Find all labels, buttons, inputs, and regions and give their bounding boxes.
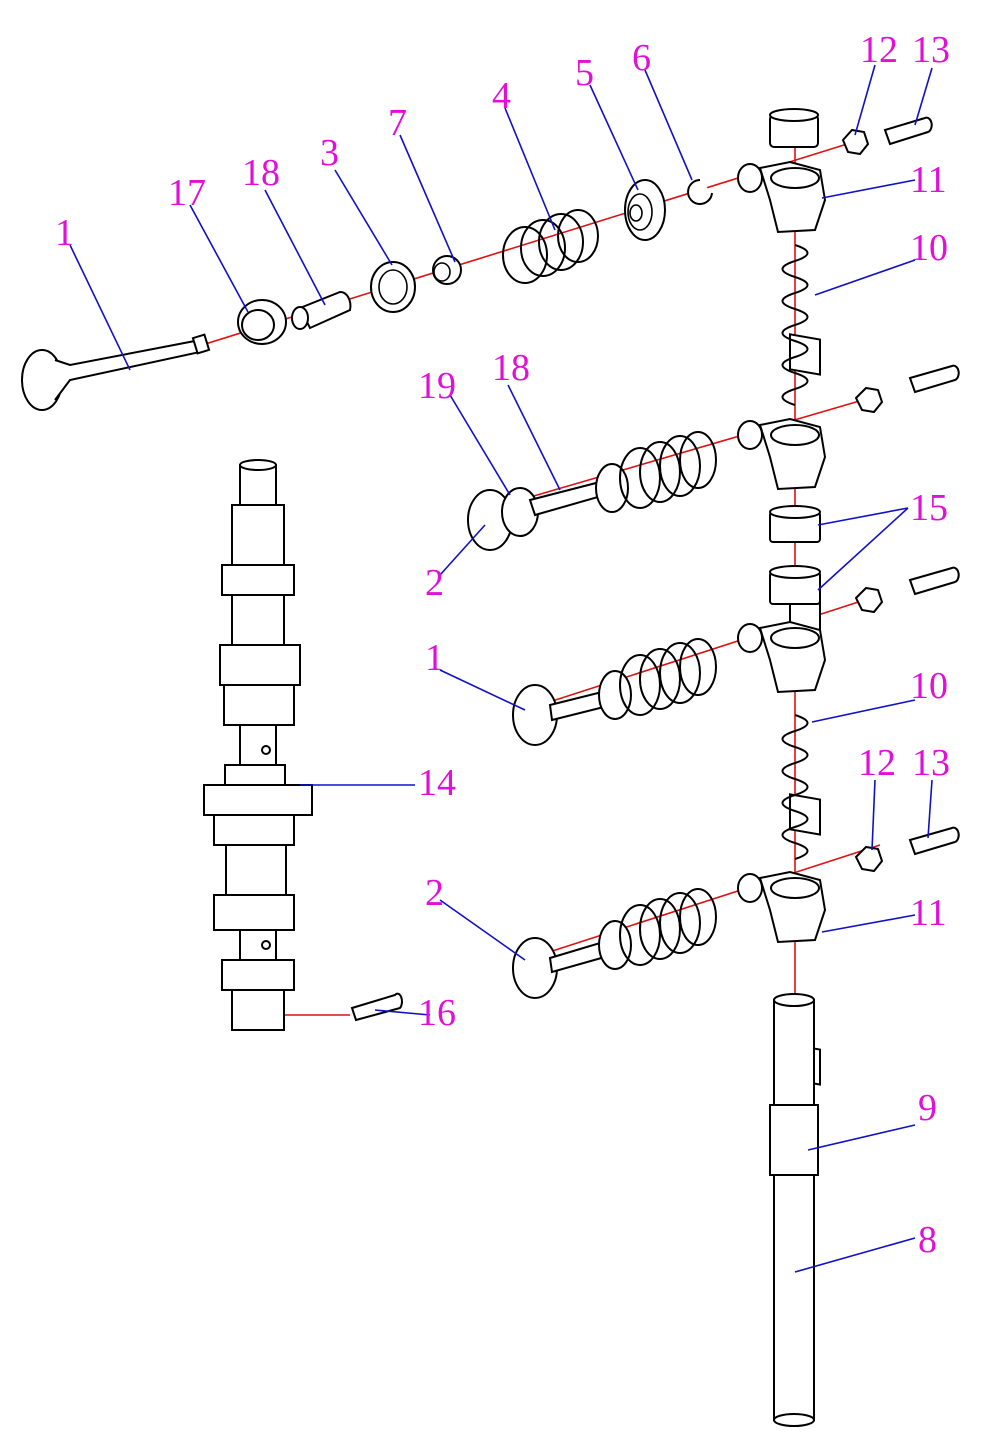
- callout-6: 6: [632, 37, 651, 79]
- valve-guide-part-18-top: [291, 291, 352, 330]
- callout-1-top: 1: [55, 212, 74, 254]
- callout-labels: 1 17 18 3 7 4 5 6 12 13 11 10 19 18 2 15…: [55, 29, 950, 1261]
- callout-12-bot: 12: [858, 742, 896, 784]
- valve-key-part-6: [687, 179, 713, 205]
- spring-retainer-part-5: [624, 179, 666, 241]
- bushing-part-9: [769, 1104, 819, 1176]
- callout-13-bot: 13: [912, 742, 950, 784]
- adjust-screws-part-13: [883, 116, 960, 856]
- callout-18-mid: 18: [492, 347, 530, 389]
- valve-assembly-part-2-bot: [512, 888, 717, 999]
- callout-11-bot: 11: [910, 892, 947, 934]
- callout-14: 14: [418, 762, 456, 804]
- callout-15: 15: [910, 487, 948, 529]
- adjust-nuts-part-12: [841, 128, 884, 873]
- washer-part-3: [370, 261, 416, 313]
- callout-4: 4: [492, 75, 511, 117]
- leader-lines: [69, 64, 933, 1273]
- rocker-spring-part-10-top: [781, 244, 809, 406]
- rocker-shaft-part-8: [773, 993, 815, 1427]
- callout-8: 8: [918, 1219, 937, 1261]
- callout-1-mid: 1: [425, 637, 444, 679]
- callout-10-top: 10: [910, 227, 948, 269]
- callout-17: 17: [168, 172, 206, 214]
- callout-7: 7: [388, 102, 407, 144]
- rocker-arm-1: [737, 160, 827, 376]
- callout-9: 9: [918, 1087, 937, 1129]
- callout-3: 3: [320, 132, 339, 174]
- callout-19: 19: [418, 365, 456, 407]
- callout-2-bot: 2: [425, 872, 444, 914]
- seal-ring-part-17: [237, 299, 287, 345]
- spacer-part-15: [769, 505, 821, 605]
- callout-16: 16: [418, 992, 456, 1034]
- camshaft-part-14: [203, 459, 313, 1031]
- callout-2-mid: 2: [425, 562, 444, 604]
- valve-assembly-part-1-mid: [512, 638, 717, 746]
- callout-11-top: 11: [910, 159, 947, 201]
- valve-part-1-top: [21, 333, 211, 411]
- pin-part-16: [350, 992, 403, 1022]
- callout-12-top: 12: [860, 29, 898, 71]
- rocker-arm-3: [737, 620, 827, 836]
- rocker-shaft-column: [769, 108, 819, 148]
- callout-10-mid: 10: [910, 665, 948, 707]
- callout-18-top: 18: [242, 152, 280, 194]
- valve-spring-part-4: [502, 209, 599, 284]
- valve-assembly-part-2-mid: [467, 431, 717, 551]
- callout-13-top: 13: [912, 29, 950, 71]
- callout-5: 5: [575, 52, 594, 94]
- rocker-spring-part-10-mid: [781, 714, 809, 860]
- seal-part-7: [432, 255, 462, 285]
